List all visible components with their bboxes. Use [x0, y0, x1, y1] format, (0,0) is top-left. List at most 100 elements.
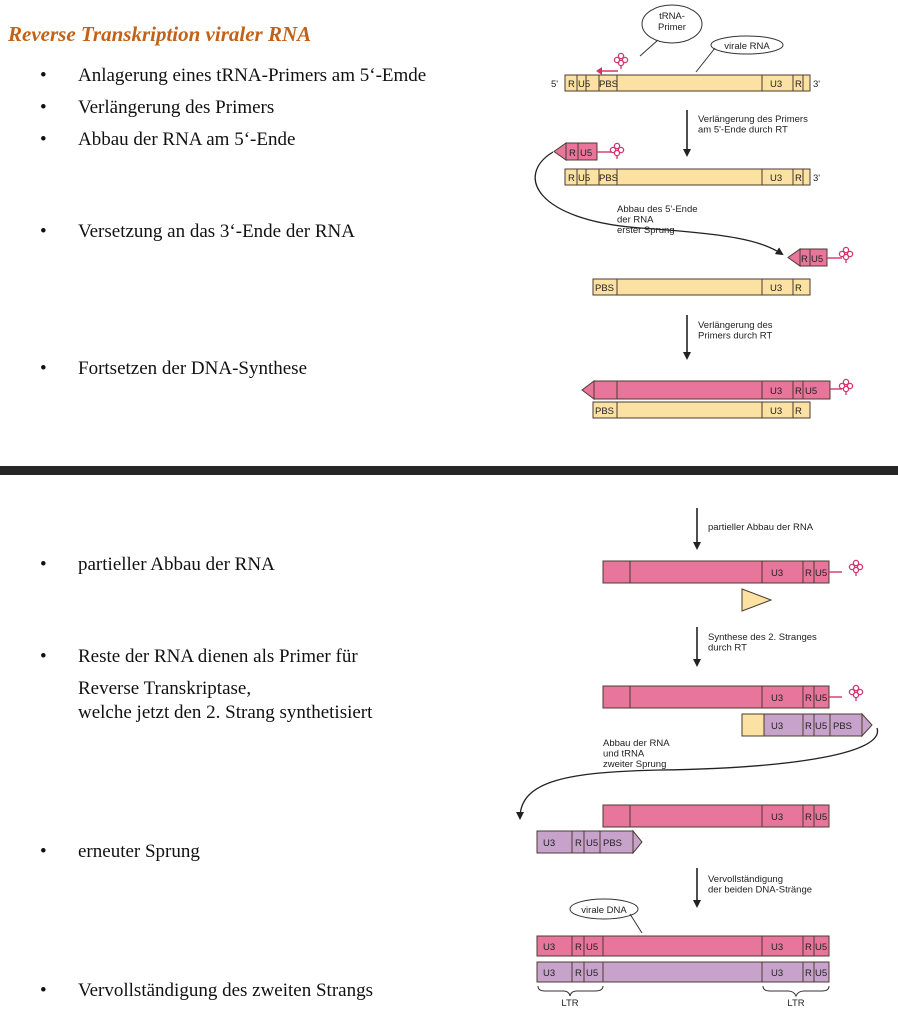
step-text: erneuter Sprung — [78, 841, 200, 862]
step-label: zweiter Sprung — [603, 759, 666, 770]
segment-u5: U5 — [815, 942, 827, 953]
segment-r: R — [795, 406, 802, 417]
trna-cloverleaf-icon — [838, 246, 854, 263]
bullet-marker: • — [40, 554, 47, 575]
step-label: Vervollständigung — [708, 874, 783, 885]
rna-strand — [741, 713, 765, 737]
rna-strand — [564, 168, 811, 186]
segment-r: R — [568, 173, 575, 184]
segment-u3: U3 — [771, 693, 783, 704]
step-label: am 5'-Ende durch RT — [698, 125, 788, 136]
step-label: der beiden DNA-Stränge — [708, 885, 812, 896]
five-prime-label: 5' — [551, 79, 558, 90]
dna-arrowhead — [553, 142, 567, 161]
segment-pbs: PBS — [833, 721, 852, 732]
step-text: Fortsetzen der DNA-Synthese — [78, 358, 308, 379]
segment-r: R — [805, 693, 812, 704]
step-text: Versetzung an das 3‘-Ende der RNA — [78, 221, 355, 242]
step-label: Synthese des 2. Stranges — [708, 632, 817, 643]
rna-strand — [592, 278, 811, 296]
bullet-marker: • — [40, 980, 47, 1001]
segment-u3: U3 — [770, 406, 782, 417]
segment-r: R — [575, 942, 582, 953]
minus-strand-dna — [602, 685, 830, 709]
step-label: partieller Abbau der RNA — [708, 522, 814, 533]
segment-pbs: PBS — [595, 406, 614, 417]
rna-strand — [564, 74, 811, 92]
segment-u5: U5 — [815, 968, 827, 979]
callout-trna-primer: Primer — [658, 22, 686, 33]
jump-arrow — [534, 151, 784, 256]
trna-cloverleaf-icon — [613, 52, 629, 69]
ltr-brace — [537, 985, 604, 997]
segment-r: R — [805, 812, 812, 823]
ltr-label: LTR — [787, 998, 804, 1009]
step-text: welche jetzt den 2. Strang synthetisiert — [78, 702, 373, 723]
segment-u3: U3 — [771, 968, 783, 979]
segment-u5: U5 — [815, 812, 827, 823]
bullet-marker: • — [40, 841, 47, 862]
jump-arrow — [516, 727, 879, 820]
callout-bubble — [641, 4, 703, 44]
plus-strand-dna — [536, 961, 830, 983]
ltr-brace — [762, 985, 830, 998]
segment-r: R — [575, 968, 582, 979]
trna-cloverleaf-icon — [848, 559, 864, 576]
segment-pbs: PBS — [599, 173, 618, 184]
segment-r: R — [568, 79, 575, 90]
step-label: Verlängerung des — [698, 320, 773, 331]
ltr-label: LTR — [561, 998, 578, 1009]
bullet-marker: • — [40, 129, 47, 150]
segment-u3: U3 — [770, 283, 782, 294]
trna-cloverleaf-icon — [609, 142, 625, 159]
segment-pbs: PBS — [599, 79, 618, 90]
segment-r: R — [795, 283, 802, 294]
bullet-marker: • — [40, 65, 47, 86]
segment-u3: U3 — [771, 942, 783, 953]
segment-r: R — [805, 721, 812, 732]
three-prime-label: 3' — [813, 79, 820, 90]
callout-virale-rna: virale RNA — [724, 41, 770, 52]
callout-pointer — [695, 47, 716, 73]
segment-u5: U5 — [586, 942, 598, 953]
rna-strand — [592, 401, 811, 419]
minus-strand-dna — [536, 935, 830, 957]
minus-strand-dna — [602, 804, 830, 828]
segment-r: R — [805, 968, 812, 979]
dna-arrowhead — [581, 380, 595, 400]
callout-pointer — [639, 39, 659, 57]
section-divider — [0, 466, 898, 475]
rna-fragment-primer — [741, 588, 773, 612]
minus-strand-dna — [602, 560, 830, 584]
segment-r: R — [795, 79, 802, 90]
segment-u5: U5 — [578, 173, 590, 184]
step-text: Reverse Transkriptase, — [78, 678, 252, 699]
segment-r: R — [575, 838, 582, 849]
segment-u5: U5 — [815, 568, 827, 579]
trna-cloverleaf-icon — [838, 378, 854, 395]
segment-u5: U5 — [580, 148, 592, 159]
step-label: der RNA — [617, 215, 654, 226]
step-text: Vervollständigung des zweiten Strangs — [78, 980, 373, 1001]
segment-u5: U5 — [815, 721, 827, 732]
segment-r: R — [795, 173, 802, 184]
segment-u3: U3 — [543, 968, 555, 979]
step-text: partieller Abbau der RNA — [78, 554, 275, 575]
callout-virale-dna: virale DNA — [581, 905, 627, 916]
dna-arrowhead — [632, 829, 643, 855]
trna-cloverleaf-icon — [848, 684, 864, 701]
step-label: erster Sprung — [617, 225, 675, 236]
dna-arrowhead — [787, 248, 801, 267]
segment-u5: U5 — [586, 838, 598, 849]
segment-u3: U3 — [771, 812, 783, 823]
segment-u5: U5 — [578, 79, 590, 90]
segment-u3: U3 — [543, 942, 555, 953]
segment-u3: U3 — [770, 79, 782, 90]
step-label: durch RT — [708, 643, 747, 654]
callout-bubble — [569, 898, 639, 920]
callout-pointer — [629, 913, 643, 934]
primer-arrowhead — [596, 67, 602, 75]
segment-r: R — [805, 568, 812, 579]
step-label: Primers durch RT — [698, 331, 772, 342]
